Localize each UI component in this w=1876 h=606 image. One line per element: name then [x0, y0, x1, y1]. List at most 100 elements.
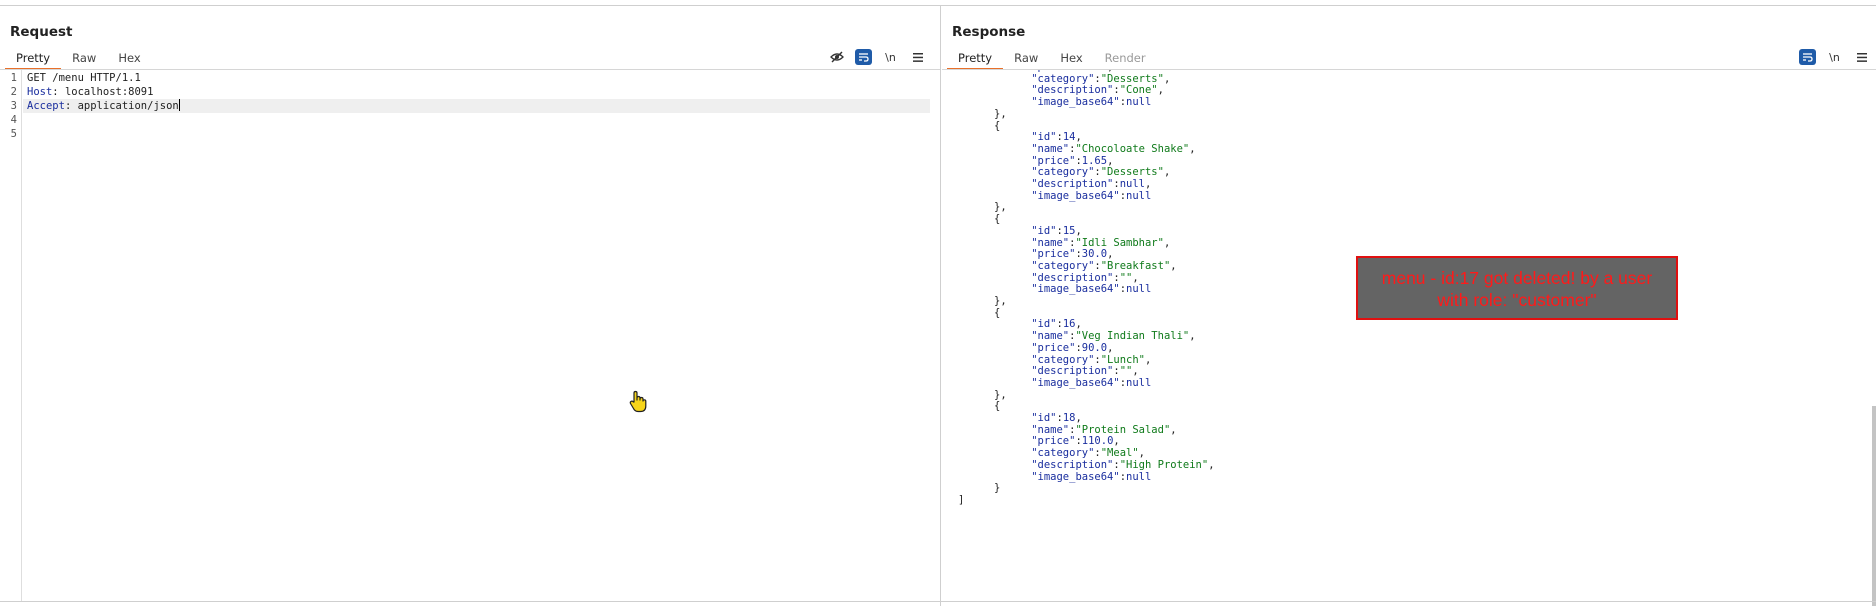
- newline-toggle-icon[interactable]: \n: [1829, 50, 1840, 64]
- json-value: "Desserts": [1100, 72, 1164, 85]
- json-value: "Protein Salad": [1075, 423, 1171, 436]
- json-line: "category":"Desserts",: [1031, 166, 1171, 179]
- json-key: "name": [1031, 423, 1070, 436]
- json-line: "price":90.0,: [1031, 341, 1113, 355]
- annotation-line-1: menu - id:17 got deleted! by a user: [1381, 268, 1653, 288]
- json-value: {: [994, 306, 1001, 319]
- tab-raw[interactable]: Raw: [1014, 51, 1039, 65]
- request-tabbar-divider: [0, 69, 940, 70]
- json-value: "": [1119, 365, 1133, 378]
- json-line: ]: [958, 493, 965, 507]
- json-line: "id":14,: [1031, 131, 1082, 144]
- newline-toggle-icon[interactable]: \n: [885, 50, 896, 64]
- json-line: }: [994, 482, 1001, 495]
- json-key: "description": [1031, 84, 1114, 97]
- menu-icon[interactable]: [1853, 49, 1870, 65]
- json-key: "id": [1031, 224, 1057, 237]
- response-scrollbar[interactable]: [1872, 406, 1876, 606]
- json-value: null: [1126, 470, 1152, 483]
- json-value: 16: [1062, 318, 1076, 331]
- json-punct: ,: [1075, 318, 1082, 331]
- header-key: Accept: [27, 100, 65, 112]
- json-line: "name":"Idli Sambhar",: [1031, 237, 1170, 250]
- json-line: {: [994, 213, 1000, 226]
- json-key: "id": [1031, 318, 1057, 331]
- hand-pointer-icon: [628, 390, 650, 414]
- json-separator: :: [1094, 72, 1101, 85]
- json-line: "price":1.65,: [1031, 154, 1113, 168]
- json-line: "name":"Chocoloate Shake",: [1031, 142, 1195, 156]
- request-line-text: GET /menu HTTP/1.1: [27, 72, 141, 84]
- json-value: null: [1126, 189, 1152, 202]
- json-line: "category":"Lunch",: [1031, 353, 1151, 367]
- json-line: {: [994, 306, 1001, 320]
- tab-hex[interactable]: Hex: [118, 51, 141, 65]
- wrap-lines-icon[interactable]: [1799, 49, 1816, 65]
- json-key: "name": [1031, 142, 1070, 155]
- json-line: "image_base64":null: [1031, 189, 1152, 203]
- response-toolbar: \n: [1799, 48, 1870, 66]
- json-line: "name":"Veg Indian Thali",: [1031, 330, 1195, 343]
- json-key: "description": [1031, 365, 1114, 378]
- tab-hex[interactable]: Hex: [1060, 51, 1083, 65]
- json-value: null: [1126, 283, 1152, 296]
- json-line: },: [994, 108, 1007, 121]
- json-value: 30.0: [1081, 248, 1108, 261]
- json-line: "image_base64":null: [1031, 376, 1151, 390]
- json-key: "description": [1031, 178, 1114, 190]
- tab-pretty[interactable]: Pretty: [947, 48, 1004, 70]
- json-separator: :: [1113, 84, 1120, 97]
- json-line: "description":"Cone",: [1031, 85, 1164, 97]
- header-value: : localhost:8091: [52, 86, 154, 98]
- hide-eye-icon[interactable]: [828, 49, 845, 65]
- tab-render[interactable]: Render: [1104, 51, 1146, 65]
- json-punct: ,: [1157, 84, 1164, 97]
- json-separator: :: [1069, 423, 1076, 436]
- current-line-highlight: [23, 99, 930, 113]
- request-line: GET /menu HTTP/1.1: [27, 71, 141, 85]
- json-value: {: [994, 119, 1001, 132]
- json-key: "price": [1031, 435, 1076, 448]
- json-separator: :: [1075, 435, 1082, 448]
- json-value: ]: [958, 493, 965, 506]
- json-punct: ,: [1075, 131, 1082, 144]
- header-value: : application/json: [64, 100, 179, 112]
- json-line: "id":16,: [1031, 319, 1082, 331]
- json-separator: :: [1119, 376, 1127, 389]
- json-line: "category":"Meal",: [1031, 447, 1145, 460]
- json-line: "image_base64":null: [1031, 470, 1152, 484]
- json-separator: :: [1113, 458, 1120, 471]
- response-body[interactable]: "price":2.45,"category":"Desserts","desc…: [942, 70, 1876, 602]
- request-tabs: Pretty Raw Hex: [5, 48, 152, 70]
- json-key: "price": [1031, 248, 1076, 261]
- json-key: "image_base64": [1031, 283, 1120, 296]
- line-number: 3: [10, 100, 17, 112]
- tab-raw[interactable]: Raw: [72, 51, 97, 65]
- json-punct: ,: [1132, 365, 1139, 378]
- json-separator: :: [1094, 166, 1101, 179]
- annotation-callout: menu - id:17 got deleted! by a user with…: [1356, 256, 1678, 320]
- json-separator: :: [1119, 283, 1127, 296]
- json-separator: :: [1113, 365, 1120, 378]
- menu-icon[interactable]: [909, 49, 926, 65]
- json-value: "Lunch": [1100, 353, 1145, 366]
- json-punct: ,: [1163, 166, 1171, 179]
- json-line: "image_base64":null: [1031, 96, 1151, 109]
- header-key: Host: [27, 86, 53, 98]
- json-key: "description": [1031, 458, 1114, 471]
- json-separator: :: [1069, 142, 1076, 155]
- request-editor[interactable]: 1 2 3 4 5 GET /menu HTTP/1.1 Host: local…: [0, 70, 940, 602]
- window-bottom-border: [0, 601, 1876, 602]
- json-key: "category": [1031, 166, 1095, 179]
- json-key: "price": [1031, 154, 1076, 167]
- json-separator: :: [1119, 470, 1127, 483]
- json-value: "Breakfast": [1100, 259, 1171, 272]
- tab-pretty[interactable]: Pretty: [5, 48, 62, 70]
- json-punct: ,: [1138, 447, 1145, 460]
- wrap-lines-icon[interactable]: [855, 49, 872, 65]
- json-value: }: [994, 482, 1001, 495]
- json-value: "Veg Indian Thali": [1075, 330, 1190, 343]
- annotation-line-2: with role: "customer": [1437, 290, 1597, 310]
- json-value: 15: [1062, 224, 1076, 237]
- json-separator: :: [1075, 341, 1082, 354]
